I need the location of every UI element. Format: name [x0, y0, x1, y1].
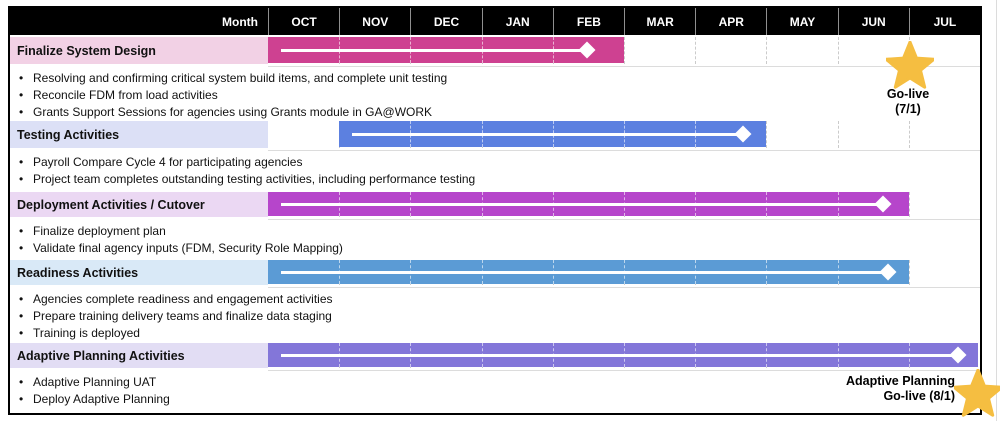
bullet-item: Payroll Compare Cycle 4 for participatin… [17, 154, 974, 171]
go-live-label: Go-live (7/1) [848, 87, 968, 117]
month-header-apr: APR [695, 8, 766, 35]
timeline-area [268, 258, 980, 288]
adaptive-go-live-star-icon [954, 369, 1000, 417]
month-header-jan: JAN [481, 8, 553, 35]
bullet-item: Deploy Adaptive Planning [17, 391, 974, 408]
month-gridline [624, 37, 625, 64]
go-live-star-icon [886, 41, 934, 89]
month-header-dec: DEC [410, 8, 481, 35]
task-label: Finalize System Design [10, 37, 268, 64]
gantt-bar [268, 37, 624, 63]
timeline-area [268, 119, 980, 151]
task-bullets: Agencies complete readiness and engageme… [10, 288, 980, 342]
month-header-label: Month [222, 14, 258, 29]
month-gridline [766, 121, 768, 148]
gantt-bar [268, 260, 909, 284]
section-4: Adaptive Planning ActivitiesAdaptive Pla… [10, 341, 980, 412]
timeline-area [268, 341, 980, 371]
task-label: Testing Activities [10, 121, 268, 148]
diamond-marker [949, 346, 967, 364]
section-2: Deployment Activities / CutoverFinalize … [10, 190, 980, 258]
progress-line [281, 48, 587, 52]
bar-row: Adaptive Planning Activities [10, 341, 980, 371]
task-label: Adaptive Planning Activities [10, 343, 268, 368]
progress-line [281, 353, 958, 357]
month-gridline [766, 37, 768, 64]
month-header-mar: MAR [624, 8, 695, 35]
gantt-bar [339, 121, 767, 147]
section-0: Finalize System DesignResolving and conf… [10, 35, 980, 121]
month-header-nov: NOV [339, 8, 410, 35]
section-3: Readiness ActivitiesAgencies complete re… [10, 258, 980, 342]
bullet-item: Reconcile FDM from load activities [17, 87, 974, 104]
diamond-marker [874, 195, 892, 213]
month-header-may: MAY [766, 8, 837, 35]
task-label: Readiness Activities [10, 260, 268, 285]
bullet-item: Grants Support Sessions for agencies usi… [17, 104, 974, 121]
month-header-jun: JUN [837, 8, 909, 35]
gantt-bar [268, 192, 909, 216]
sections: Finalize System DesignResolving and conf… [10, 35, 980, 412]
month-header-feb: FEB [552, 8, 624, 35]
adaptive-go-live-label-line1: Adaptive Planning [845, 374, 955, 388]
bar-row: Deployment Activities / Cutover [10, 190, 980, 220]
bullet-item: Prepare training delivery teams and fina… [17, 308, 974, 325]
month-gridline [837, 121, 839, 148]
month-gridline [908, 192, 910, 217]
gantt-bar [268, 343, 978, 367]
progress-line [281, 270, 889, 274]
bar-row: Finalize System Design [10, 35, 980, 67]
adaptive-go-live-label-line2: Go-live (8/1) [883, 389, 955, 403]
window-edge-divider [996, 0, 997, 421]
adaptive-go-live-label: Adaptive Planning Go-live (8/1) [775, 374, 955, 404]
bullet-item: Finalize deployment plan [17, 223, 974, 240]
timeline-area [268, 190, 980, 220]
go-live-label-line1: Go-live [886, 87, 930, 101]
diamond-marker [578, 41, 596, 59]
diamond-marker [734, 125, 752, 143]
timeline-area [268, 35, 980, 67]
task-bullets: Payroll Compare Cycle 4 for participatin… [10, 151, 980, 190]
bar-row: Readiness Activities [10, 258, 980, 288]
progress-line [352, 132, 743, 136]
bar-row: Testing Activities [10, 119, 980, 151]
month-gridline [837, 37, 839, 64]
bullet-item: Agencies complete readiness and engageme… [17, 291, 974, 308]
bullet-item: Validate final agency inputs (FDM, Secur… [17, 240, 974, 257]
progress-line [281, 202, 884, 206]
month-header-jul: JUL [908, 8, 980, 35]
bullet-item: Resolving and confirming critical system… [17, 70, 974, 87]
task-label: Deployment Activities / Cutover [10, 192, 268, 217]
bullet-item: Training is deployed [17, 325, 974, 342]
task-bullets: Adaptive Planning UATDeploy Adaptive Pla… [10, 371, 980, 412]
task-bullets: Resolving and confirming critical system… [10, 67, 980, 121]
month-gridline [908, 260, 910, 285]
bullet-item: Project team completes outstanding testi… [17, 171, 974, 188]
section-1: Testing ActivitiesPayroll Compare Cycle … [10, 119, 980, 190]
go-live-label-line2: (7/1) [895, 102, 921, 116]
month-gridline [695, 37, 697, 64]
bullet-item: Adaptive Planning UAT [17, 374, 974, 391]
month-header-oct: OCT [268, 8, 339, 35]
month-gridline [908, 121, 910, 148]
task-bullets: Finalize deployment planValidate final a… [10, 220, 980, 258]
diamond-marker [879, 263, 897, 281]
